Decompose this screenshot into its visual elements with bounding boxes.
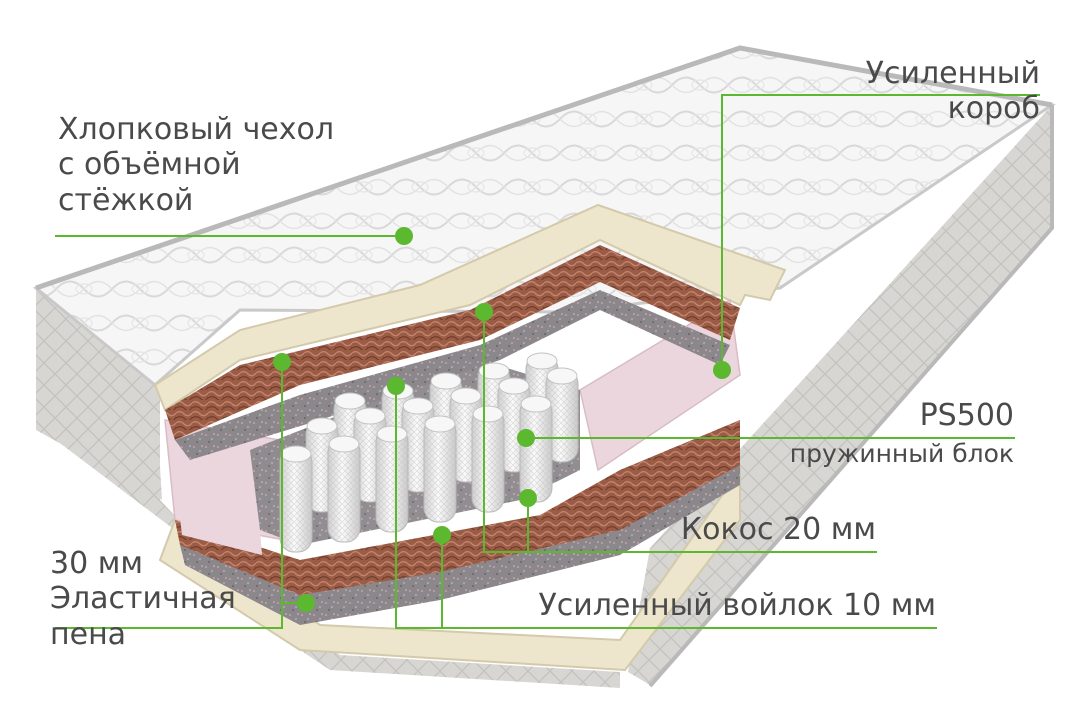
foam-label-line-2: Эластичная <box>50 581 236 617</box>
foam-dot-top <box>273 353 291 371</box>
box-label-line-1: Усиленный <box>865 56 1040 91</box>
pocket-spring <box>471 405 505 513</box>
pocket-spring-block <box>279 352 579 553</box>
foam-label-line-3: пена <box>50 616 127 652</box>
upper-coconut-layer <box>165 245 740 440</box>
right-piping <box>648 105 1054 688</box>
coconut-label: Кокос 20 мм <box>680 512 876 547</box>
box-dot <box>713 361 731 379</box>
foam-label: 30 мм Эластичная пена <box>50 546 236 652</box>
top-piping <box>35 45 1053 291</box>
top-foam-layer <box>153 203 787 412</box>
cover-label-line-1: Хлопковый чехол <box>58 112 335 147</box>
mattress-side-right <box>628 105 1052 685</box>
block-label: PS500 пружинный блок <box>790 398 1014 469</box>
box-label-line-2: короб <box>947 91 1040 127</box>
block-label-title: PS500 <box>919 398 1014 433</box>
cover-label-line-2: с объёмной <box>58 147 241 183</box>
felt-dot-bottom <box>433 526 451 544</box>
callout-lines <box>55 94 1040 629</box>
box-leader <box>721 94 1040 370</box>
pocket-spring <box>375 425 409 533</box>
cover-dot <box>395 227 413 245</box>
callout-dots <box>273 227 731 612</box>
mattress-body <box>32 45 1056 688</box>
felt-leader <box>395 386 937 629</box>
pocket-spring <box>519 395 553 503</box>
foam-dot-bottom <box>297 594 315 612</box>
pocket-spring <box>327 435 361 543</box>
cover-label: Хлопковый чехол с объёмной стёжкой <box>58 112 334 218</box>
coconut-dot-top <box>475 303 493 321</box>
lower-coconut-layer <box>175 420 740 610</box>
cover-label-line-3: стёжкой <box>58 182 194 218</box>
foam-label-line-1: 30 мм <box>50 546 143 581</box>
coconut-dot-bottom <box>519 489 537 507</box>
box-label: Усиленный короб <box>866 56 1040 127</box>
pocket-spring <box>279 445 313 553</box>
block-label-subtitle: пружинный блок <box>789 439 1014 469</box>
felt-label: Усиленный войлок 10 мм <box>538 588 936 623</box>
lower-pink-foam <box>178 500 262 555</box>
pocket-spring <box>423 415 457 523</box>
foam-leader <box>55 362 283 629</box>
mattress-side-front-left <box>36 290 162 500</box>
block-dot <box>517 429 535 447</box>
lower-felt-layer <box>180 465 740 625</box>
coconut-leader <box>483 312 877 553</box>
felt-dot-top <box>387 377 405 395</box>
